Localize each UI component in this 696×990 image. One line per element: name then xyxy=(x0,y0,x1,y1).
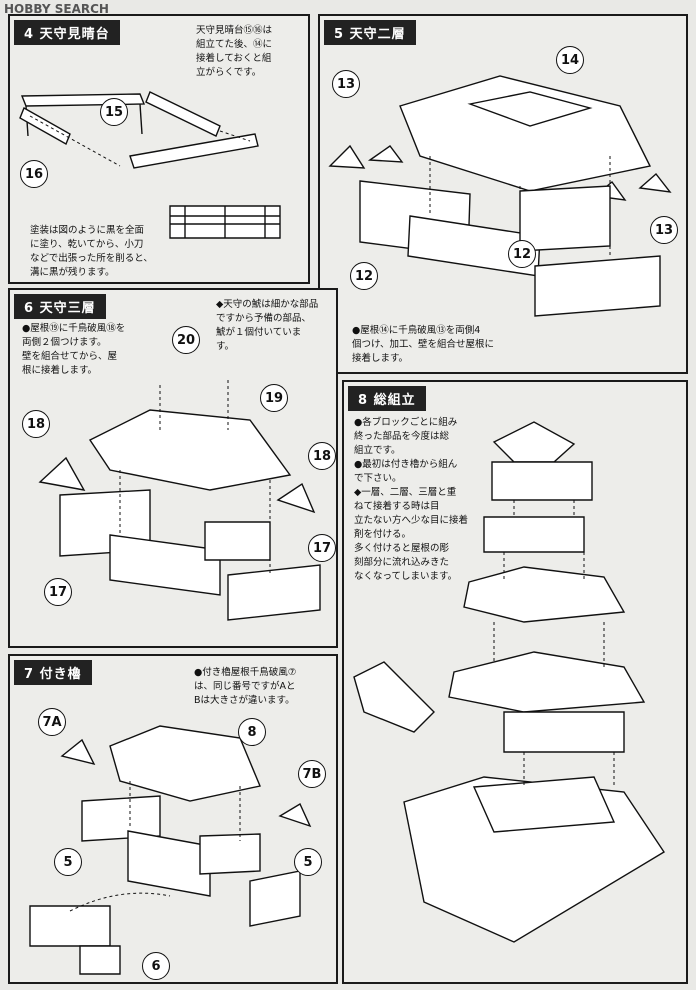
panel-5-callout-13b: 13 xyxy=(650,216,678,244)
panel-6-title: 6 天守三層 xyxy=(14,294,106,319)
panel-5-callout-12b: 12 xyxy=(508,240,536,268)
panel-5-title: 5 天守二層 xyxy=(324,20,416,45)
panel-7-callout-8: 8 xyxy=(238,718,266,746)
panel-6-callout-18b: 18 xyxy=(308,442,336,470)
panel-4-note-top: 天守見晴台⑮⑯は 組立てた後、⑭に 接着しておくと組 立がらくです。 xyxy=(196,25,273,78)
panel-6-note-left: ●屋根⑲に千鳥破風⑱を 両側２個つけます。 壁を組合せてから、屋 根に接着します… xyxy=(22,323,126,376)
panel-step-6: 6 天守三層 ●屋根⑲に千鳥破風⑱を 両側２個つけます。 壁を組合せてから、屋 … xyxy=(8,288,338,648)
panel-step-5: 5 天守二層 14 13 13 12 12 ●屋根⑭に千鳥破風⑬を両側4 個つけ… xyxy=(318,14,688,374)
panel-step-7: 7 付き櫓 ●付き櫓屋根千鳥破風⑦ は、同じ番号ですがAと Bは大きさが違います… xyxy=(8,654,338,984)
panel-6-callout-17b: 17 xyxy=(44,578,72,606)
panel-7-note: ●付き櫓屋根千鳥破風⑦ は、同じ番号ですがAと Bは大きさが違います。 xyxy=(194,667,297,706)
panel-6-note-right: ◆天守の鯱は細かな部品 ですから予備の部品、 鯱が１個付いていま す。 xyxy=(216,299,319,352)
panel-step-4: 4 天守見晴台 天守見晴台⑮⑯は 組立てた後、⑭に 接着しておくと組 立がらくで… xyxy=(8,14,310,284)
panel-7-title: 7 付き櫓 xyxy=(14,660,92,685)
panel-7-callout-5b: 5 xyxy=(294,848,322,876)
panel-7-callout-6: 6 xyxy=(142,952,170,980)
panel-5-illustration xyxy=(328,75,672,317)
panel-7-illustration xyxy=(29,725,312,975)
panel-6-callout-18a: 18 xyxy=(22,410,50,438)
panel-step-8: 8 総組立 ●各ブロックごとに組み 終った部品を今度は総 組立です。 ●最初は付… xyxy=(342,380,688,984)
panel-4-callout-15: 15 xyxy=(100,98,128,126)
panel-7-callout-7a: 7A xyxy=(38,708,66,736)
panel-5-callout-14: 14 xyxy=(556,46,584,74)
panel-5-callout-13a: 13 xyxy=(332,70,360,98)
panel-6-callout-19: 19 xyxy=(260,384,288,412)
panel-8-title: 8 総組立 xyxy=(348,386,426,411)
panel-4-illustration xyxy=(19,91,281,239)
panel-6-callout-20: 20 xyxy=(172,326,200,354)
panel-6-illustration xyxy=(38,380,321,621)
panel-4-note-bottom: 塗装は図のように黒を全面 に塗り、乾いてから、小刀 などで出張った所を削ると、 … xyxy=(30,225,153,278)
panel-5-note: ●屋根⑭に千鳥破風⑬を両側4 個つけ、加工、壁を組合せ屋根に 接着します。 xyxy=(352,325,495,364)
panel-8-note: ●各ブロックごとに組み 終った部品を今度は総 組立です。 ●最初は付き櫓から組ん… xyxy=(354,417,469,582)
panel-6-callout-17a: 17 xyxy=(308,534,336,562)
panel-7-callout-5a: 5 xyxy=(54,848,82,876)
panel-7-callout-7b: 7B xyxy=(298,760,326,788)
panel-4-callout-16: 16 xyxy=(20,160,48,188)
watermark-logo: HOBBY SEARCH xyxy=(4,2,109,16)
panel-8-illustration xyxy=(353,421,665,943)
panel-5-callout-12a: 12 xyxy=(350,262,378,290)
panel-4-title: 4 天守見晴台 xyxy=(14,20,120,45)
